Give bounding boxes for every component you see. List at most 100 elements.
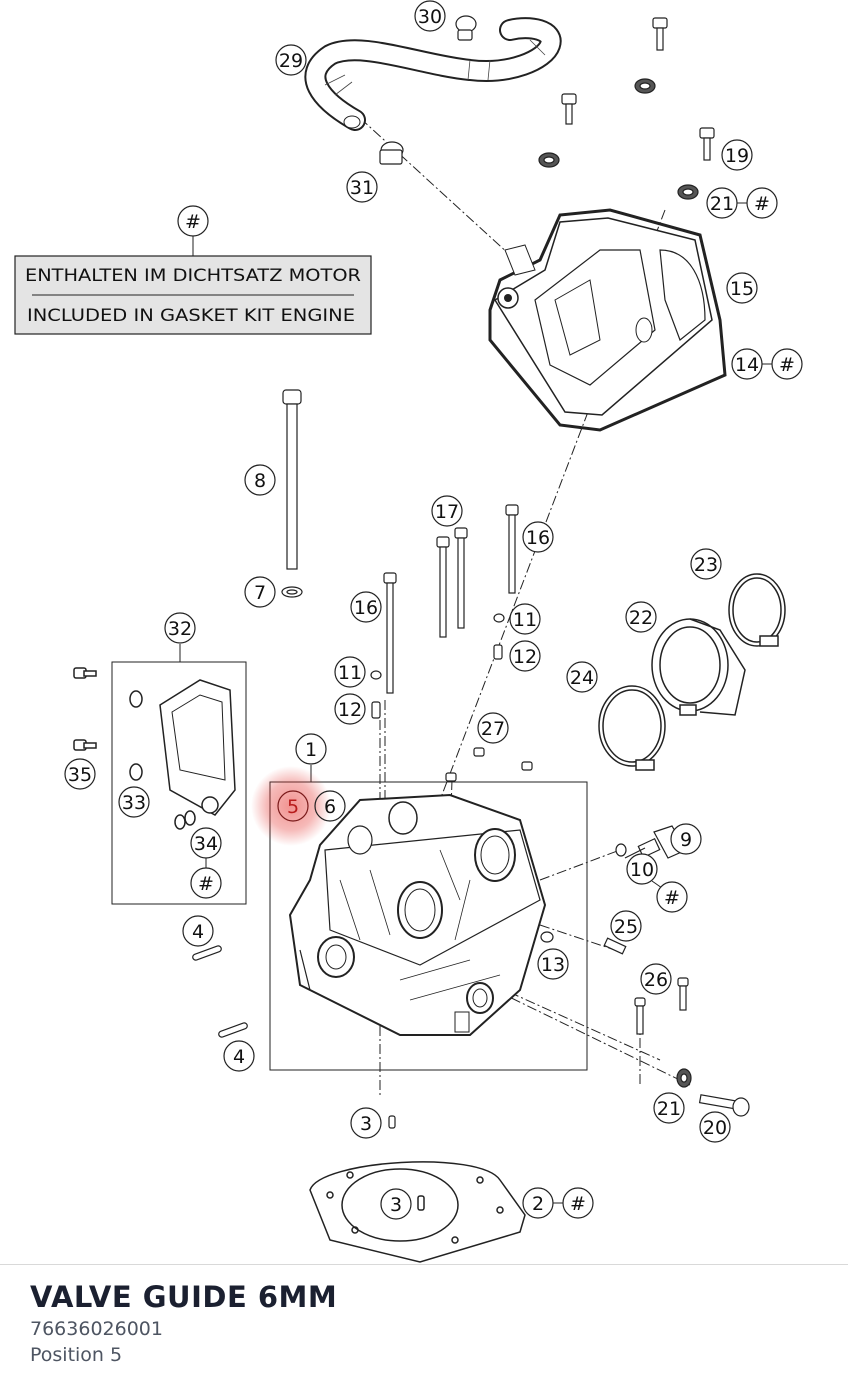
callout-label: 31 [350,177,374,199]
callout-label: 13 [541,954,565,976]
callout-2-kit[interactable]: 2 # [522,1187,594,1219]
misc-small-parts [192,931,750,1129]
callout-29[interactable]: 29 [275,44,307,76]
callout-15[interactable]: 15 [726,272,758,304]
callout-12-left[interactable]: 12 [334,693,366,725]
exploded-parts-diagram: # ENTHALTEN IM DICHTSATZ MOTOR INCLUDED … [14,0,803,1263]
legend-line-de: ENTHALTEN IM DICHTSATZ MOTOR [25,266,361,286]
callout-kit-mark: # [754,193,770,215]
callout-20[interactable]: 20 [699,1111,731,1143]
callout-26[interactable]: 26 [640,963,672,995]
callout-label: 12 [338,699,362,721]
callout-31[interactable]: 31 [346,171,378,203]
callout-kit-mark: # [664,887,680,909]
callouts[interactable]: 30 29 31 19 21 # 15 14 # 8 7 17 16 16 23… [64,0,803,1220]
callout-8[interactable]: 8 [244,464,276,496]
callout-label: 10 [630,859,654,881]
callout-7[interactable]: 7 [244,576,276,608]
callout-label: 22 [629,607,653,629]
callout-25[interactable]: 25 [610,910,642,942]
callout-label: 21 [710,193,734,215]
callout-5-selected[interactable]: 5 [277,790,309,822]
callout-23[interactable]: 23 [690,548,722,580]
callout-9[interactable]: 9 [670,823,702,855]
callout-34-kit[interactable]: 34 # [190,827,222,899]
callout-label: 19 [725,145,749,167]
callout-4-lower[interactable]: 4 [223,1040,255,1072]
callout-35[interactable]: 35 [64,758,96,790]
callout-label: 26 [644,969,668,991]
callout-kit-mark: # [198,873,214,895]
callout-label: 21 [657,1098,681,1120]
top-small-parts [538,17,715,200]
callout-3-lower[interactable]: 3 [380,1188,412,1220]
intake-flange-part-22 [651,618,746,716]
part-position: Position 5 [30,1344,123,1366]
callout-22[interactable]: 22 [625,601,657,633]
bracket-group-frame [111,644,247,905]
valve-cover-part-15 [488,208,727,432]
callout-label: 29 [279,50,303,72]
callout-label: 4 [192,921,204,943]
callout-1[interactable]: 1 [295,733,327,765]
callout-6[interactable]: 6 [314,790,346,822]
callout-label: 16 [354,597,378,619]
callout-label: 35 [68,764,92,786]
callout-label: 4 [233,1046,245,1068]
part-name: VALVE GUIDE 6MM [30,1280,338,1314]
callout-label: 25 [614,916,638,938]
callout-24[interactable]: 24 [566,661,598,693]
callout-label: 15 [730,278,754,300]
callout-label: 27 [481,718,505,740]
callout-label: 33 [122,792,146,814]
cylinder-head-part-1 [288,793,547,1036]
callout-4-upper[interactable]: 4 [182,915,214,947]
callout-label: 5 [287,796,299,818]
callout-16-left[interactable]: 16 [350,591,382,623]
head-bolts [281,389,533,782]
callout-label: 24 [570,667,594,689]
callout-label: 1 [305,739,317,761]
callout-30[interactable]: 30 [414,0,446,32]
callout-13[interactable]: 13 [537,948,569,980]
callout-label: 20 [703,1117,727,1139]
callout-label: 12 [513,646,537,668]
callout-label: 32 [168,618,192,640]
clamp-part-31 [379,141,404,165]
callout-label: 14 [735,354,759,376]
callout-label: 8 [254,470,266,492]
callout-17[interactable]: 17 [431,495,463,527]
legend-symbol: # [185,211,201,233]
callout-label: 23 [694,554,718,576]
base-gasket-part-2 [309,1161,526,1263]
callout-21-lower[interactable]: 21 [653,1092,685,1124]
callout-label: 7 [254,582,266,604]
callout-3-upper[interactable]: 3 [350,1107,382,1139]
callout-label: 2 [532,1193,544,1215]
callout-label: 34 [194,833,218,855]
bracket-part-33 [73,667,236,830]
callout-16-right[interactable]: 16 [522,521,554,553]
callout-33[interactable]: 33 [118,786,150,818]
callout-label: 6 [324,796,336,818]
callout-12-right[interactable]: 12 [509,640,541,672]
clamp-part-23 [728,573,786,647]
callout-19[interactable]: 19 [721,139,753,171]
callout-10-kit[interactable]: 10 # [626,853,688,913]
callout-label: 16 [526,527,550,549]
callout-27[interactable]: 27 [477,712,509,744]
callout-11-left[interactable]: 11 [334,656,366,688]
callout-label: 30 [418,6,442,28]
callout-14-kit[interactable]: 14 # [731,348,803,380]
gasket-legend: # ENTHALTEN IM DICHTSATZ MOTOR INCLUDED … [14,205,372,335]
callout-label: 11 [513,609,537,631]
callout-kit-mark: # [570,1193,586,1215]
callout-11-right[interactable]: 11 [509,603,541,635]
callout-32[interactable]: 32 [164,612,196,644]
callout-label: 3 [390,1194,402,1216]
part-number: 76636026001 [30,1318,163,1340]
legend-line-en: INCLUDED IN GASKET KIT ENGINE [27,306,355,326]
hose-part-29 [304,17,562,131]
callout-21-kit[interactable]: 21 # [706,187,778,219]
callout-label: 9 [680,829,692,851]
